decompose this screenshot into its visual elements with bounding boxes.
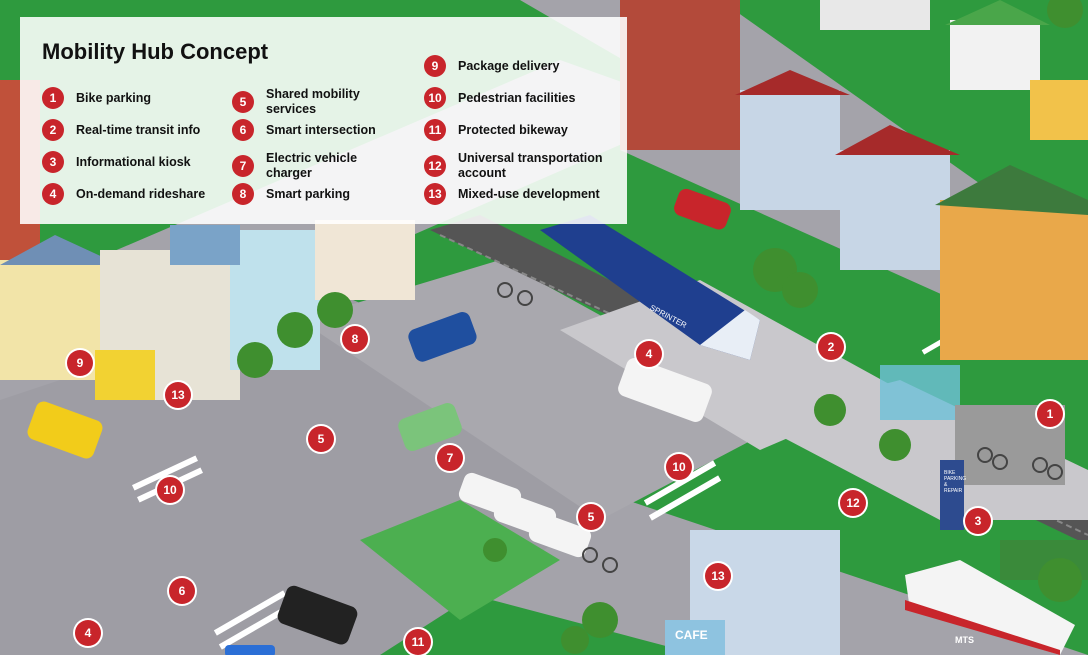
legend-item-5: 5 Shared mobility services	[232, 87, 401, 117]
legend-number-11: 11	[424, 119, 446, 141]
legend-number-2: 2	[42, 119, 64, 141]
legend-item-1: 1 Bike parking	[42, 87, 211, 109]
legend-label-4: On-demand rideshare	[76, 186, 206, 201]
legend-item-8: 8 Smart parking	[232, 183, 401, 205]
legend-label-1: Bike parking	[76, 90, 152, 105]
legend-label-11: Protected bikeway	[458, 122, 568, 137]
legend-label-10: Pedestrian facilities	[458, 90, 576, 105]
legend-number-7: 7	[232, 155, 254, 177]
legend-item-7: 7 Electric vehicle charger	[232, 151, 401, 181]
legend-label-2: Real-time transit info	[76, 122, 201, 137]
legend-number-5: 5	[232, 91, 254, 113]
legend-number-10: 10	[424, 87, 446, 109]
legend-label-8: Smart parking	[266, 186, 351, 201]
map-marker-13b: 13	[705, 563, 731, 589]
map-marker-4b: 4	[75, 620, 101, 646]
cafe-sign: CAFE	[675, 628, 708, 642]
map-marker-8: 8	[342, 326, 368, 352]
legend-label-13: Mixed-use development	[458, 186, 600, 201]
legend-number-9: 9	[424, 55, 446, 77]
legend-label-12: Universal transportation account	[458, 151, 603, 180]
map-marker-3: 3	[965, 508, 991, 534]
map-marker-1: 1	[1037, 401, 1063, 427]
map-marker-11: 11	[405, 629, 431, 655]
legend-number-12: 12	[424, 155, 446, 177]
legend-item-6: 6 Smart intersection	[232, 119, 401, 141]
legend-label-5: Shared mobility services	[266, 87, 360, 116]
legend-number-3: 3	[42, 151, 64, 173]
legend-number-4: 4	[42, 183, 64, 205]
legend-label-7: Electric vehicle charger	[266, 151, 358, 180]
legend-label-3: Informational kiosk	[76, 154, 191, 169]
map-marker-7: 7	[437, 445, 463, 471]
legend-number-1: 1	[42, 87, 64, 109]
map-marker-12: 12	[840, 490, 866, 516]
legend-number-6: 6	[232, 119, 254, 141]
legend-item-12: 12 Universal transportation account	[424, 151, 608, 181]
legend-item-11: 11 Protected bikeway	[424, 119, 623, 141]
legend-number-8: 8	[232, 183, 254, 205]
map-marker-10b: 10	[666, 454, 692, 480]
legend-item-9: 9 Package delivery	[424, 55, 623, 77]
legend-item-13: 13 Mixed-use development	[424, 183, 623, 205]
legend-title: Mobility Hub Concept	[42, 39, 269, 64]
bus-label: MTS	[955, 635, 974, 645]
legend-panel: Mobility Hub Concept 1 Bike parking 2 Re…	[20, 17, 627, 224]
legend-label-9: Package delivery	[458, 58, 560, 73]
legend-number-13: 13	[424, 183, 446, 205]
legend-label-6: Smart intersection	[266, 122, 376, 137]
map-marker-4a: 4	[636, 341, 662, 367]
legend-item-4: 4 On-demand rideshare	[42, 183, 211, 205]
legend-item-3: 3 Informational kiosk	[42, 151, 211, 173]
map-marker-5b: 5	[578, 504, 604, 530]
bike-shed-sign: BIKE PARKING & REPAIR	[944, 470, 967, 494]
map-marker-5a: 5	[308, 426, 334, 452]
map-marker-9: 9	[67, 350, 93, 376]
legend-item-10: 10 Pedestrian facilities	[424, 87, 623, 109]
map-marker-13a: 13	[165, 382, 191, 408]
legend-item-2: 2 Real-time transit info	[42, 119, 211, 141]
map-marker-10a: 10	[157, 477, 183, 503]
map-marker-6: 6	[169, 578, 195, 604]
map-marker-2: 2	[818, 334, 844, 360]
